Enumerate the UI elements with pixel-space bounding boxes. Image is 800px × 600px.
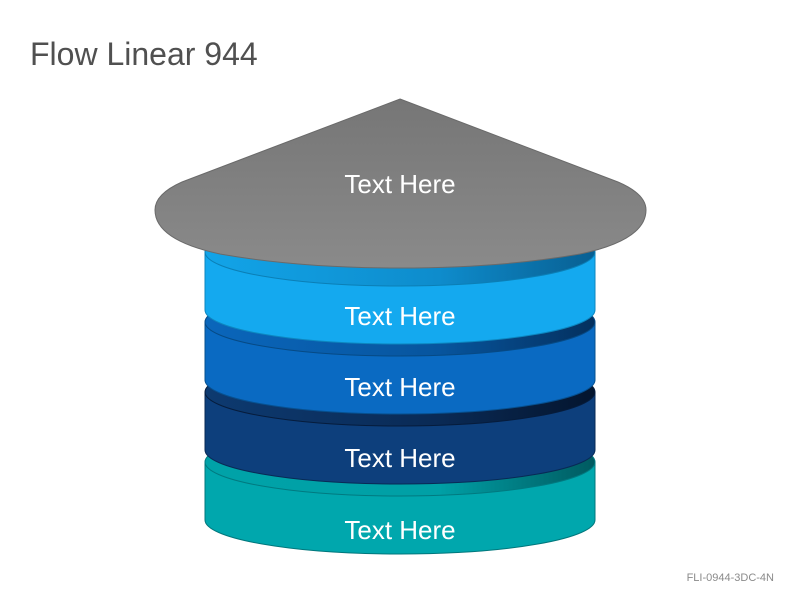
layer-4-label: Text Here xyxy=(344,515,455,545)
layer-3-label: Text Here xyxy=(344,443,455,473)
roof-label: Text Here xyxy=(344,169,455,199)
layer-2-label: Text Here xyxy=(344,372,455,402)
footer-code: FLI-0944-3DC-4N xyxy=(686,572,774,584)
roof-cone xyxy=(154,98,647,269)
page-title: Flow Linear 944 xyxy=(30,36,258,72)
layer-1-label: Text Here xyxy=(344,301,455,331)
